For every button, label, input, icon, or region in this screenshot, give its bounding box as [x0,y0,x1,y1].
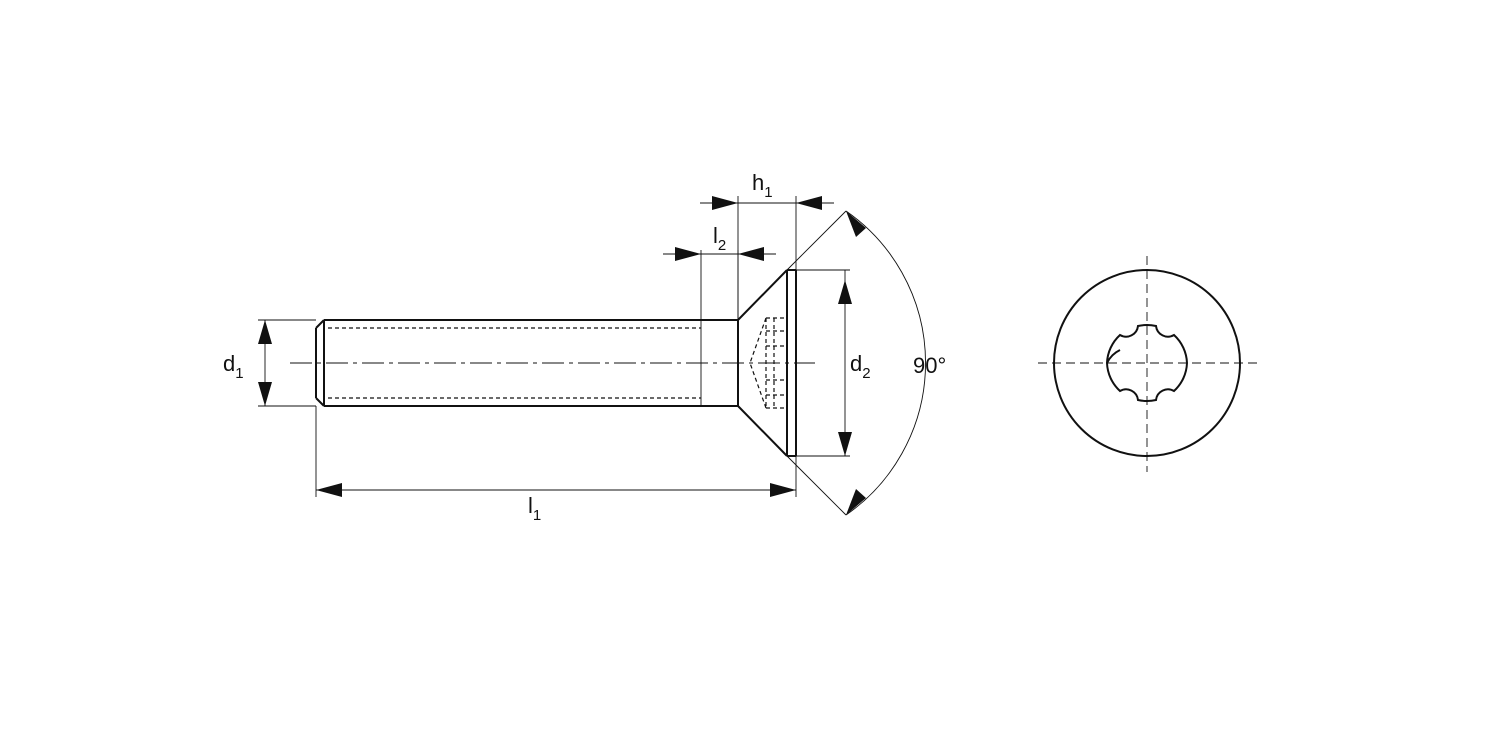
h1-arrow-left [712,196,738,210]
side-view: d1 d2 l1 l2 [223,170,946,524]
dimension-l1 [315,406,797,497]
dimension-h1 [700,196,834,320]
dimension-d2 [796,269,852,457]
torx-recess [1105,323,1189,403]
label-angle: 90° [913,353,946,378]
label-l2: l2 [713,223,726,254]
countersunk-head [737,269,797,457]
label-d2-main: d [850,351,862,376]
label-d1-main: d [223,351,235,376]
l2-arrow-right [738,247,764,261]
thread-hidden-lines [328,327,701,399]
angle-arrow-bottom [846,489,866,515]
d2-arrow-top [838,280,852,304]
label-h1-main: h [752,170,764,195]
l1-arrow-left [316,483,342,497]
label-d1: d1 [223,351,244,382]
end-view [1038,256,1258,472]
dimension-angle [786,210,926,516]
d1-arrow-bottom [258,382,272,406]
d2-arrow-bottom [838,432,852,456]
l2-arrow-left [675,247,701,261]
label-l1-main: l [528,493,533,518]
d1-arrow-top [258,320,272,344]
label-l2-sub: 2 [718,237,726,254]
recess-hidden-lines [749,317,787,409]
head-outer-circle [1053,269,1241,457]
l1-arrow-right [770,483,796,497]
label-d2: d2 [850,351,871,382]
dimension-d1 [258,319,316,407]
label-d1-sub: 1 [235,365,243,382]
label-l1-sub: 1 [533,507,541,524]
torx-lobe-left [1106,349,1121,364]
h1-arrow-right [796,196,822,210]
label-l1: l1 [528,493,541,524]
label-d2-sub: 2 [862,365,870,382]
label-l2-main: l [713,223,718,248]
angle-arrow-top [846,211,866,237]
label-h1-sub: 1 [764,184,772,201]
label-h1: h1 [752,170,773,201]
dimension-l2 [663,247,776,320]
shank-outline [315,319,738,407]
